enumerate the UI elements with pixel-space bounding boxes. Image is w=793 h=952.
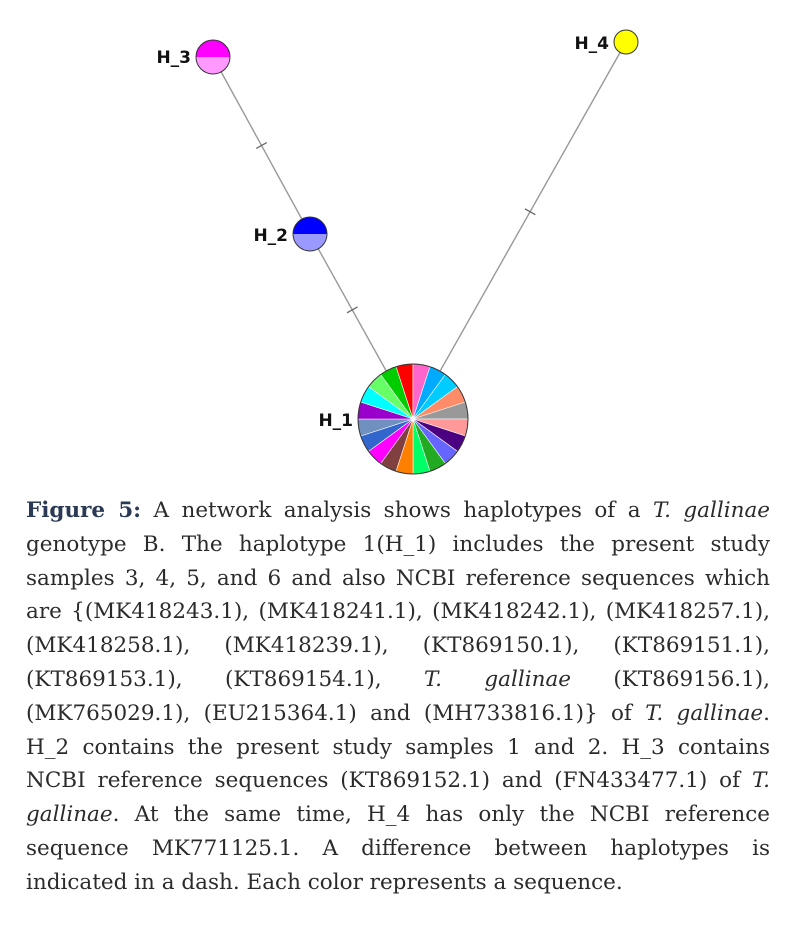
figure-label: Figure 5: — [26, 498, 142, 523]
species-name: T. gallinae — [423, 666, 571, 692]
species-name: T. gallinae — [645, 700, 764, 726]
edge-H_1-H_4 — [412, 41, 627, 420]
node-outline — [195, 39, 231, 75]
caption-text: (KT869156.1), (MK765029.1), (EU215364.1)… — [26, 666, 770, 726]
haplotype-network: H_1 H_2 H_3 H_4 — [156, 29, 639, 475]
caption-text: genotype B. The haplotype 1(H_1) include… — [26, 531, 770, 692]
node-outline — [357, 363, 469, 475]
node-outline — [292, 216, 328, 252]
haplotype-node-h1: H_1 — [318, 363, 469, 475]
figure-caption: Figure 5: A network analysis shows haplo… — [26, 494, 770, 900]
node-slice — [196, 40, 230, 57]
mutation-tick — [255, 142, 268, 149]
network-nodes: H_1 H_2 H_3 H_4 — [156, 29, 639, 475]
node-label: H_4 — [574, 34, 609, 54]
node-slice — [293, 217, 327, 234]
haplotype-node-h4: H_4 — [574, 29, 639, 55]
node-slice — [293, 234, 327, 251]
node-label: H_2 — [253, 226, 288, 246]
node-label: H_3 — [156, 48, 191, 68]
caption-text: A network analysis shows haplotypes of a — [141, 498, 653, 523]
caption-text: . H_2 contains the present study samples… — [26, 700, 770, 794]
node-slice — [196, 57, 230, 74]
node-label: H_1 — [318, 411, 353, 431]
haplotype-node-h3: H_3 — [156, 39, 231, 75]
species-name: T. gallinae — [652, 498, 771, 523]
mutation-tick — [524, 208, 536, 216]
caption-text: . At the same time, H_4 has only the NCB… — [26, 802, 770, 895]
haplotype-node-h2: H_2 — [253, 216, 328, 252]
species-name: T. gallinae — [26, 768, 770, 828]
mutation-tick — [346, 306, 358, 314]
node-slice — [613, 29, 639, 55]
